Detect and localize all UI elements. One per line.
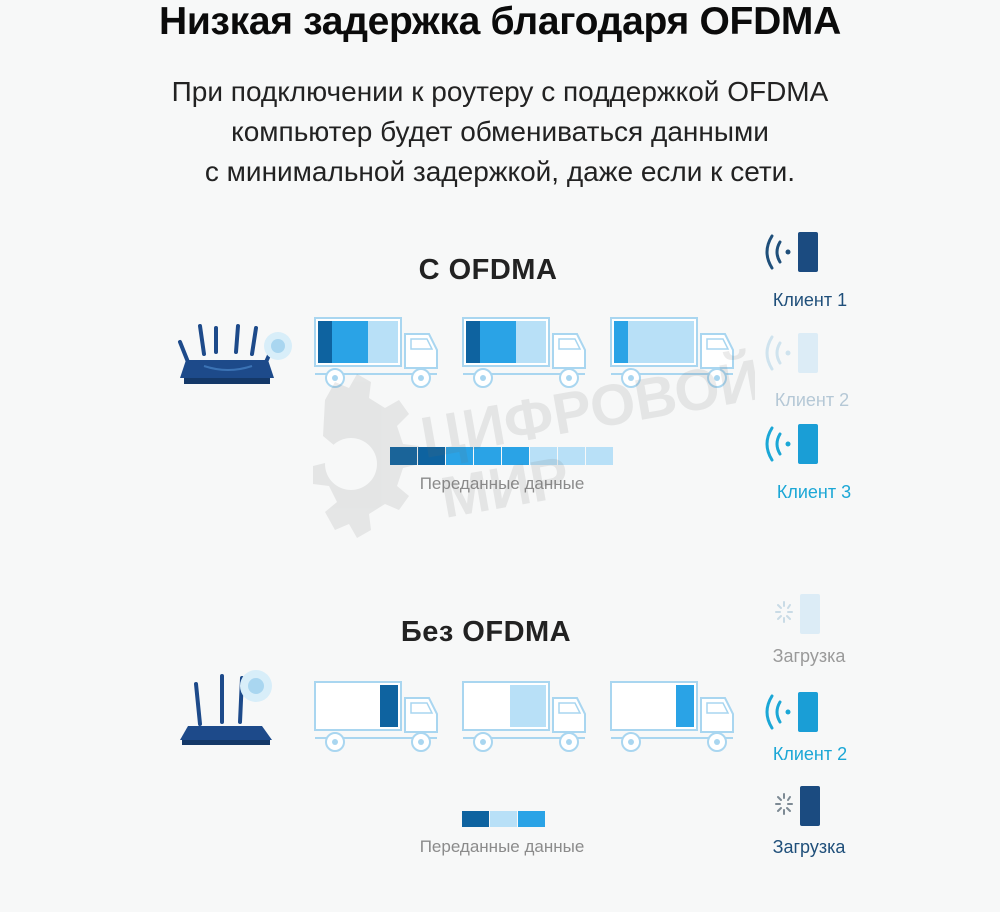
without-truck-2	[462, 681, 586, 752]
truck-window	[410, 702, 434, 714]
client-3-label: Клиент 3	[776, 482, 852, 502]
truck-wheel-hub	[714, 739, 720, 745]
truck-window	[706, 338, 730, 350]
truck-wheel-hub	[566, 739, 572, 745]
without-truck-1	[314, 681, 438, 752]
truck-window	[410, 338, 434, 350]
truck-cargo-segment	[380, 685, 398, 727]
loading-label-2: Загрузка	[772, 837, 846, 857]
trucks-with-ofdma	[314, 317, 734, 388]
loading-device-icon-2	[775, 786, 820, 826]
loading-label-1: Загрузка	[772, 646, 846, 666]
page-title: Низкая задержка благодаря OFDMA	[159, 0, 841, 43]
truck-wheel-hub	[418, 739, 424, 745]
truck-cargo-segment	[614, 321, 628, 363]
truck-wheel-hub	[714, 375, 720, 381]
with-truck-3	[610, 317, 734, 388]
truck-cargo-segment	[368, 321, 398, 363]
subtitle-line-3: с минимальной задержкой, даже если к сет…	[204, 156, 796, 187]
with-data-block-7	[558, 447, 585, 465]
truck-cargo-segment	[676, 685, 694, 727]
without-data-block-3	[518, 811, 545, 827]
subtitle-line-1: При подключении к роутеру с поддержкой O…	[171, 76, 829, 107]
client-2-label-faded: Клиент 2	[774, 390, 850, 410]
subtitle-line-2: компьютер будет обмениваться данными	[231, 116, 769, 147]
router-icon-ofdma	[178, 324, 292, 384]
truck-cargo-segment	[332, 321, 368, 363]
transferred-data-bar-with-ofdma	[390, 447, 613, 465]
with-data-block-8	[586, 447, 613, 465]
truck-wheel-hub	[332, 739, 338, 745]
legend-label-without-ofdma: Переданные данные	[419, 837, 585, 856]
truck-wheel-hub	[480, 739, 486, 745]
truck-cargo-segment	[318, 321, 332, 363]
truck-wheel-hub	[332, 375, 338, 381]
section-title-with-ofdma: С OFDMA	[418, 254, 558, 286]
router-icon-standard	[180, 670, 272, 745]
without-truck-3	[610, 681, 734, 752]
without-data-block-2	[490, 811, 517, 827]
truck-cargo-segment	[628, 321, 664, 363]
with-data-block-3	[446, 447, 473, 465]
truck-cargo-segment	[510, 685, 546, 727]
truck-cargo-segment	[516, 321, 546, 363]
client-2-device-icon-without	[765, 692, 818, 732]
truck-cargo-segment	[664, 321, 694, 363]
with-truck-2	[462, 317, 586, 388]
client-3-device-icon	[765, 424, 818, 464]
truck-cargo-segment	[466, 321, 480, 363]
truck-cargo-segment	[480, 321, 516, 363]
transferred-data-bar-without-ofdma	[462, 811, 545, 827]
with-data-block-4	[474, 447, 501, 465]
page-subtitle: При подключении к роутеру с поддержкой O…	[0, 72, 1000, 192]
truck-wheel-hub	[566, 375, 572, 381]
truck-window	[558, 702, 582, 714]
truck-wheel-hub	[480, 375, 486, 381]
without-data-block-1	[462, 811, 489, 827]
client-1-device-icon	[765, 232, 818, 272]
truck-window	[706, 702, 730, 714]
truck-wheel-hub	[628, 375, 634, 381]
truck-window	[558, 338, 582, 350]
client-2-label-without: Клиент 2	[772, 744, 848, 764]
truck-wheel-hub	[418, 375, 424, 381]
legend-label-with-ofdma: Переданные данные	[419, 474, 585, 493]
with-data-block-6	[530, 447, 557, 465]
with-truck-1	[314, 317, 438, 388]
truck-wheel-hub	[628, 739, 634, 745]
with-data-block-5	[502, 447, 529, 465]
with-data-block-1	[390, 447, 417, 465]
with-data-block-2	[418, 447, 445, 465]
section-title-without-ofdma: Без OFDMA	[400, 616, 572, 648]
loading-device-icon-1	[775, 594, 820, 634]
client-2-device-icon-faded	[765, 333, 818, 373]
client-1-label: Клиент 1	[772, 290, 848, 310]
trucks-without-ofdma	[314, 681, 734, 752]
